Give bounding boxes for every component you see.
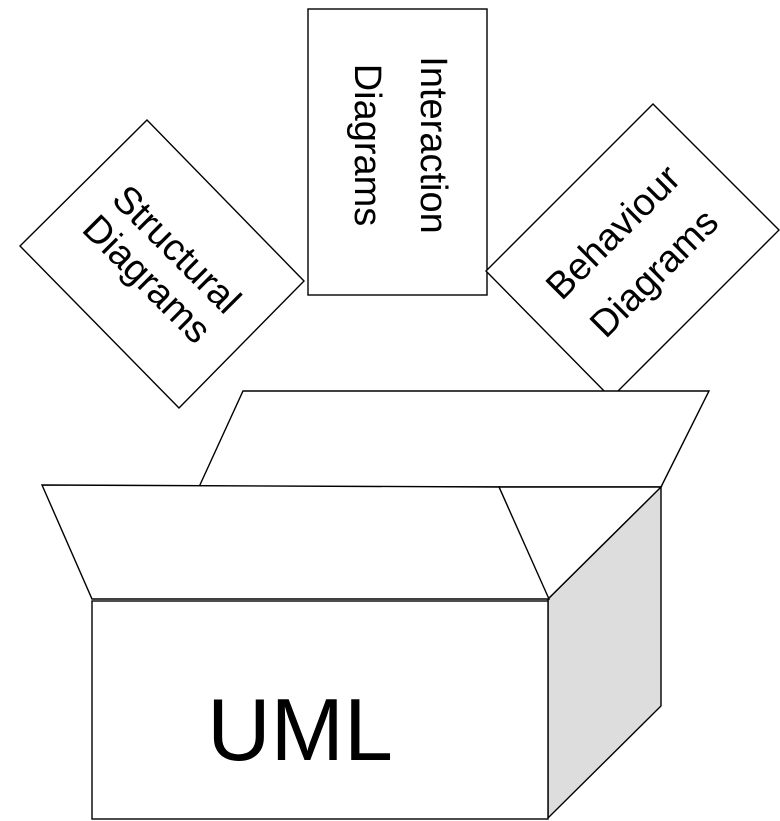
interaction-card-outline [307,8,488,296]
box-front-flap [40,484,551,600]
interaction-card-line2: Diagrams [346,64,388,227]
box-label: UML [207,680,393,779]
interaction-card-line1: Interaction [412,56,454,233]
structural-card-outline [19,119,305,409]
box-back-flap [197,390,711,488]
box-front-face [91,600,549,820]
open-box: UML [40,390,711,820]
behaviour-card-outline [485,103,780,399]
interaction-diagrams-card: Interaction Diagrams [307,8,488,296]
behaviour-diagrams-card: Behaviour Diagrams [485,103,780,399]
structural-diagrams-card: Structural Diagrams [19,119,305,409]
